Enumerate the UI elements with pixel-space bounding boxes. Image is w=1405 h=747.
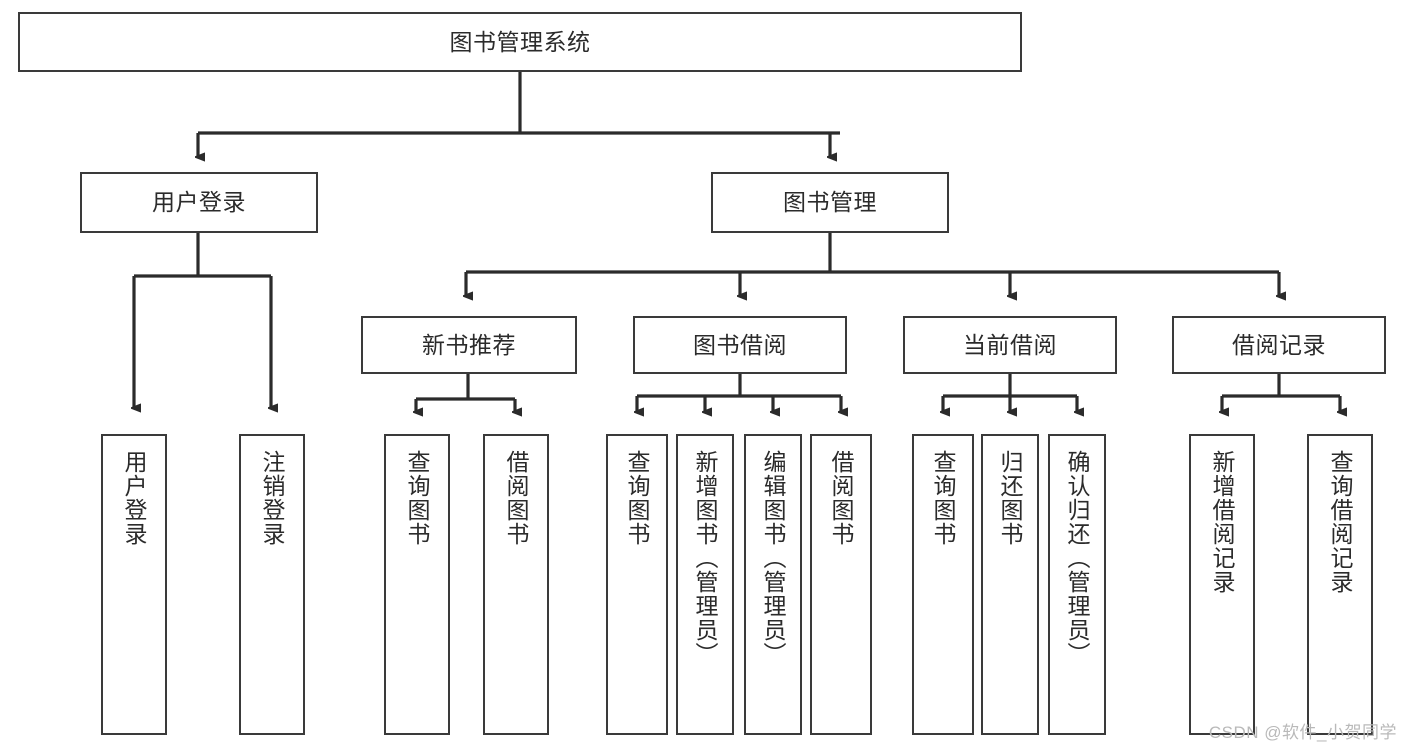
node-user-login-label: 用户登录 (152, 189, 246, 216)
csdn-watermark: CSDN @软件_小贺同学 (1208, 723, 1397, 742)
node-book-management[interactable]: 图书管理 (711, 172, 949, 233)
leaf-borrow-book[interactable]: 借阅图书 (810, 434, 872, 735)
leaf-add-book-admin-label: 新增图书（管理员） (692, 450, 719, 666)
leaf-query-borrow-record[interactable]: 查询借阅记录 (1307, 434, 1373, 735)
node-user-login[interactable]: 用户登录 (80, 172, 318, 233)
leaf-add-borrow-record-label: 新增借阅记录 (1209, 450, 1236, 594)
leaf-user-login-label: 用户登录 (121, 450, 148, 546)
leaf-logout-label: 注销登录 (259, 450, 286, 546)
leaf-borrow-book-recommend[interactable]: 借阅图书 (483, 434, 549, 735)
leaf-confirm-return-admin[interactable]: 确认归还（管理员） (1048, 434, 1106, 735)
leaf-logout[interactable]: 注销登录 (239, 434, 305, 735)
leaf-query-borrow-record-label: 查询借阅记录 (1327, 450, 1354, 594)
leaf-confirm-return-admin-label: 确认归还（管理员） (1064, 450, 1091, 666)
node-new-book-recommend[interactable]: 新书推荐 (361, 316, 577, 374)
leaf-borrow-book-recommend-label: 借阅图书 (503, 450, 530, 546)
node-borrow-record[interactable]: 借阅记录 (1172, 316, 1386, 374)
node-new-book-recommend-label: 新书推荐 (422, 331, 516, 358)
leaf-return-book[interactable]: 归还图书 (981, 434, 1039, 735)
node-root[interactable]: 图书管理系统 (18, 12, 1022, 72)
node-borrow-record-label: 借阅记录 (1232, 331, 1326, 358)
leaf-edit-book-admin-label: 编辑图书（管理员） (760, 450, 787, 666)
leaf-add-book-admin[interactable]: 新增图书（管理员） (676, 434, 734, 735)
node-book-borrow-label: 图书借阅 (693, 331, 787, 358)
leaf-query-book-recommend[interactable]: 查询图书 (384, 434, 450, 735)
leaf-query-book-borrow-label: 查询图书 (624, 450, 651, 546)
leaf-query-book-recommend-label: 查询图书 (404, 450, 431, 546)
node-root-label: 图书管理系统 (449, 28, 591, 55)
leaf-edit-book-admin[interactable]: 编辑图书（管理员） (744, 434, 802, 735)
node-book-borrow[interactable]: 图书借阅 (633, 316, 847, 374)
leaf-return-book-label: 归还图书 (997, 450, 1024, 546)
leaf-query-book-current-label: 查询图书 (930, 450, 957, 546)
leaf-user-login[interactable]: 用户登录 (101, 434, 167, 735)
leaf-query-book-borrow[interactable]: 查询图书 (606, 434, 668, 735)
leaf-query-book-current[interactable]: 查询图书 (912, 434, 974, 735)
node-current-borrow[interactable]: 当前借阅 (903, 316, 1117, 374)
leaf-add-borrow-record[interactable]: 新增借阅记录 (1189, 434, 1255, 735)
node-current-borrow-label: 当前借阅 (963, 331, 1057, 358)
leaf-borrow-book-label: 借阅图书 (828, 450, 855, 546)
node-book-management-label: 图书管理 (783, 189, 877, 216)
